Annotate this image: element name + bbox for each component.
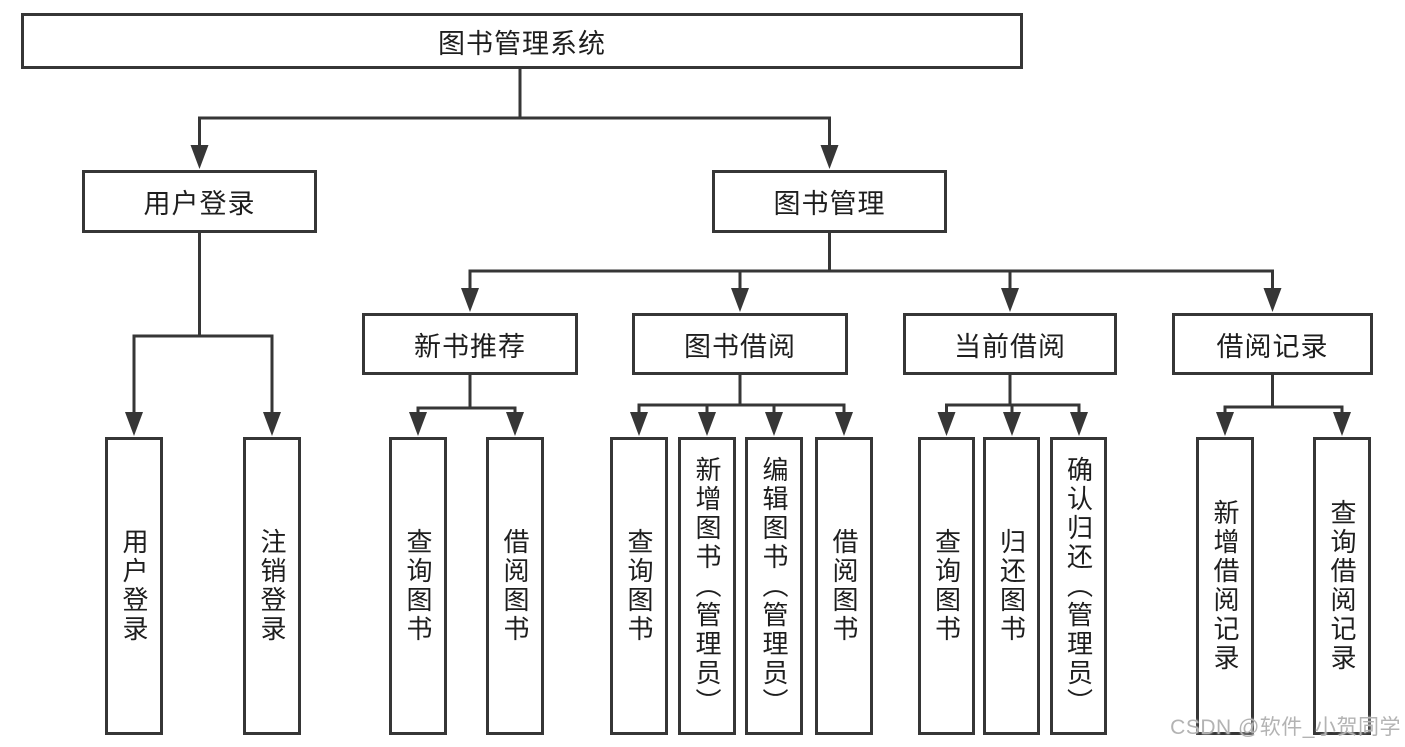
leaf-confirm-return-admin: 确认归还（管理员） xyxy=(1050,437,1107,735)
leaf-edit-books-admin: 编辑图书（管理员） xyxy=(745,437,803,735)
node-system-root: 图书管理系统 xyxy=(21,13,1023,69)
node-book-borrow: 图书借阅 xyxy=(632,313,848,375)
leaf-borrow-books-recommend: 借阅图书 xyxy=(486,437,544,735)
leaf-query-books-borrow: 查询图书 xyxy=(610,437,668,735)
node-borrow-records: 借阅记录 xyxy=(1172,313,1373,375)
node-current-borrow: 当前借阅 xyxy=(903,313,1117,375)
node-book-management: 图书管理 xyxy=(712,170,947,233)
leaf-query-books-recommend: 查询图书 xyxy=(389,437,447,735)
leaf-borrow-books: 借阅图书 xyxy=(815,437,873,735)
watermark: CSDN @软件_小贺同学 xyxy=(1170,716,1401,739)
leaf-add-borrow-record: 新增借阅记录 xyxy=(1196,437,1254,735)
leaf-logout: 注销登录 xyxy=(243,437,301,735)
leaf-query-borrow-record: 查询借阅记录 xyxy=(1313,437,1371,735)
leaf-return-books: 归还图书 xyxy=(983,437,1040,735)
leaf-user-login: 用户登录 xyxy=(105,437,163,735)
node-user-login: 用户登录 xyxy=(82,170,317,233)
leaf-query-books-current: 查询图书 xyxy=(918,437,975,735)
node-new-book-recommend: 新书推荐 xyxy=(362,313,578,375)
leaf-add-books-admin: 新增图书（管理员） xyxy=(678,437,736,735)
